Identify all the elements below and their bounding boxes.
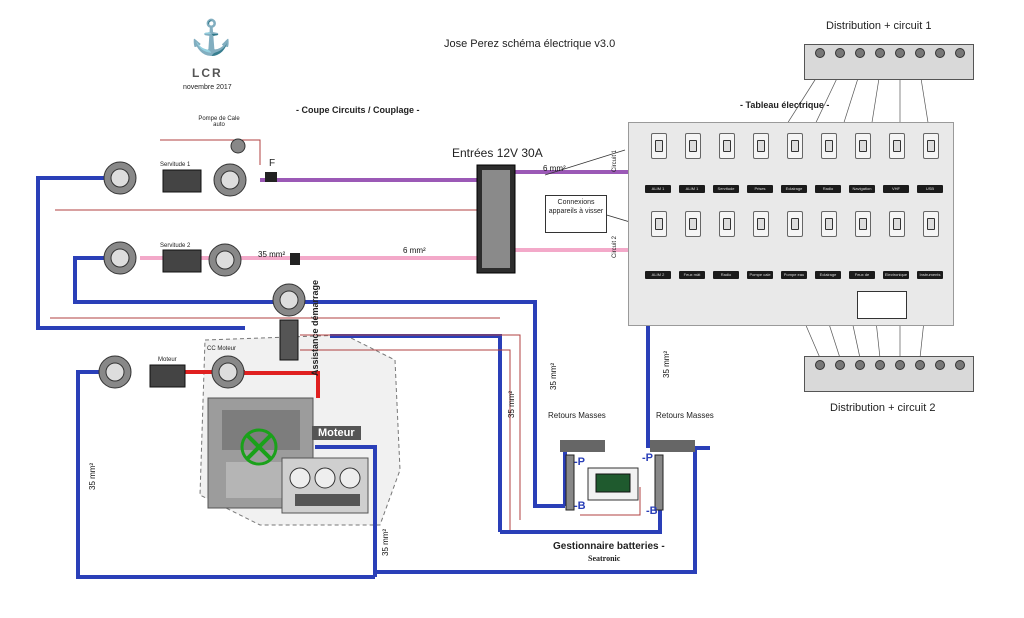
retours1-label: Retours Masses: [548, 411, 606, 420]
wire-35mm-label: 35 mm²: [662, 350, 671, 378]
panel-switch[interactable]: [651, 133, 667, 159]
panel-label-r1: Navigation: [849, 185, 875, 193]
b2-label: -B: [646, 505, 658, 517]
wire-35mm-label: 35 mm²: [88, 462, 97, 490]
dist1-title: Distribution + circuit 1: [826, 20, 932, 32]
panel-label-r1: VHF: [883, 185, 909, 193]
wire-35mm-label: 35 mm²: [258, 250, 286, 259]
panel-label-r1: ALIM 1: [679, 185, 705, 193]
pompe-label: Pompe de Cale auto: [198, 116, 240, 128]
panel-label-r2: Instruments: [917, 271, 943, 279]
panel-switch[interactable]: [753, 133, 769, 159]
battery-manager: [560, 440, 695, 511]
engine-display: [295, 494, 360, 506]
panel-label-r1: USB: [917, 185, 943, 193]
thin-wires: [50, 139, 641, 530]
electrical-panel: ALIM 1 ALIM 1 Servitude Prises Eclairage…: [628, 122, 954, 326]
panel-switch[interactable]: [821, 133, 837, 159]
panel-switch[interactable]: [651, 211, 667, 237]
panel-label-r2: Feux de navigation: [849, 271, 875, 279]
panel-switch[interactable]: [753, 211, 769, 237]
cc-moteur-label: CC Moteur: [207, 346, 237, 352]
p2-label: -P: [642, 452, 653, 464]
connexions-box: Connexions appareils à visser: [545, 195, 607, 233]
fuse-label: F: [269, 158, 276, 169]
dist2-busbar: [804, 356, 974, 392]
gauge-1: [289, 467, 311, 489]
circuit1-label: Circuit 1: [612, 149, 618, 172]
panel-switch[interactable]: [787, 133, 803, 159]
panel-label-r1: Servitude: [713, 185, 739, 193]
panel-switch[interactable]: [685, 211, 701, 237]
battery-switches: [98, 138, 726, 389]
panel-label-r2: Pompe cale: [747, 271, 773, 279]
panel-label-r2: ALIM 2: [645, 271, 671, 279]
wire-35mm-label: 35 mm²: [549, 362, 558, 390]
panel-label-r1: Prises: [747, 185, 773, 193]
panel-switch[interactable]: [923, 133, 939, 159]
panel-switch[interactable]: [855, 133, 871, 159]
anchor-logo-icon: ⚓: [190, 19, 233, 57]
p1-label: -P: [574, 456, 585, 468]
circuit2-label: Circuit 2: [612, 235, 618, 258]
panel-switch[interactable]: [855, 211, 871, 237]
logo-text: LCR: [192, 66, 223, 80]
panel-switch[interactable]: [787, 211, 803, 237]
moteur-block-label: Moteur: [312, 426, 361, 440]
terminal-block: [476, 164, 516, 274]
panel-switch[interactable]: [923, 211, 939, 237]
panel-label-r2: Pompe eau: [781, 271, 807, 279]
seatronic-label: Seatronic: [588, 554, 621, 563]
panel-switch[interactable]: [719, 133, 735, 159]
panel-voltmeter: [857, 291, 907, 319]
panel-label-r1: Eclairage: [781, 185, 807, 193]
page-title: Jose Perez schéma électrique v3.0: [444, 38, 616, 50]
moteur-batt-label: Moteur: [158, 357, 177, 363]
dist2-title: Distribution + circuit 2: [830, 402, 936, 414]
gauge-3: [339, 467, 361, 489]
dist1-busbar: [804, 44, 974, 80]
assistance-label: Assistance démarrage: [310, 279, 320, 376]
panel-label-r2: Eclairage cockpit: [815, 271, 841, 279]
coupe-circuits-title: - Coupe Circuits / Couplage -: [296, 105, 420, 115]
panel-switch[interactable]: [719, 211, 735, 237]
panel-switch[interactable]: [821, 211, 837, 237]
servitude2-label: Servitude 2: [160, 243, 191, 249]
gestionnaire-label: Gestionnaire batteries -: [553, 541, 665, 552]
retours2-label: Retours Masses: [656, 411, 714, 420]
tableau-title: - Tableau électrique -: [740, 100, 830, 110]
logo-date: novembre 2017: [183, 84, 232, 91]
panel-switch[interactable]: [889, 133, 905, 159]
panel-switch[interactable]: [685, 133, 701, 159]
batteries: [149, 169, 300, 388]
panel-label-r1: ALIM 1: [645, 185, 671, 193]
gauge-2: [314, 467, 336, 489]
panel-label-r1: Radio: [815, 185, 841, 193]
b1-label: -B: [574, 500, 586, 512]
wire-35mm-label: 35 mm²: [381, 528, 390, 556]
wire-6mm-label: 6 mm²: [543, 164, 566, 173]
wire-6mm-label: 6 mm²: [403, 246, 426, 255]
panel-label-r2: Radio: [713, 271, 739, 279]
panel-label-r2: Feux mât: [679, 271, 705, 279]
engine-switch-icon: [240, 428, 278, 466]
entrees-label: Entrées 12V 30A: [452, 146, 543, 160]
wire-35mm-label: 35 mm²: [507, 390, 516, 418]
panel-switch[interactable]: [889, 211, 905, 237]
servitude1-label: Servitude 1: [160, 162, 191, 168]
panel-label-r2: Electronique: [883, 271, 909, 279]
